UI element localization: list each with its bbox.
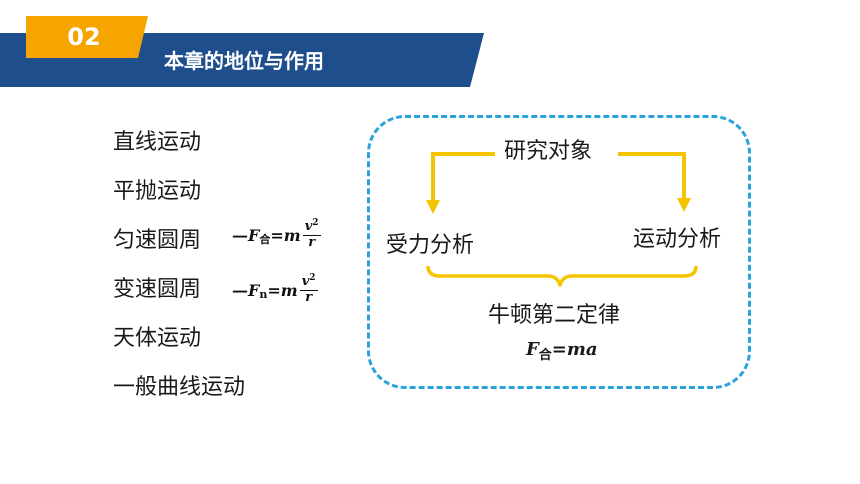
- arrow-to-force-analysis: [431, 152, 495, 202]
- section-badge: [26, 16, 148, 58]
- formula-f-equals-ma: F合=ma: [526, 339, 598, 363]
- motion-item-celestial: 天体运动: [113, 326, 202, 351]
- motion-item-variable-circular: 变速圆周: [113, 277, 202, 302]
- arrowhead-right-icon: [677, 198, 691, 212]
- motion-item-linear: 直线运动: [113, 130, 202, 155]
- motion-item-projectile: 平抛运动: [113, 179, 202, 204]
- motion-item-uniform-circular: 匀速圆周: [113, 228, 202, 253]
- diagram-force-analysis: 受力分析: [386, 233, 475, 258]
- analysis-diagram-frame: [367, 115, 751, 389]
- diagram-newton-second-law: 牛顿第二定律: [488, 303, 621, 328]
- section-number: 02: [67, 23, 101, 51]
- curly-brace-icon: [426, 265, 698, 287]
- diagram-research-object: 研究对象: [504, 139, 593, 164]
- diagram-motion-analysis: 运动分析: [633, 227, 722, 252]
- arrow-to-motion-analysis: [618, 152, 686, 200]
- arrowhead-left-icon: [426, 200, 440, 214]
- section-title: 本章的地位与作用: [164, 49, 324, 73]
- motion-item-general-curve: 一般曲线运动: [113, 375, 246, 400]
